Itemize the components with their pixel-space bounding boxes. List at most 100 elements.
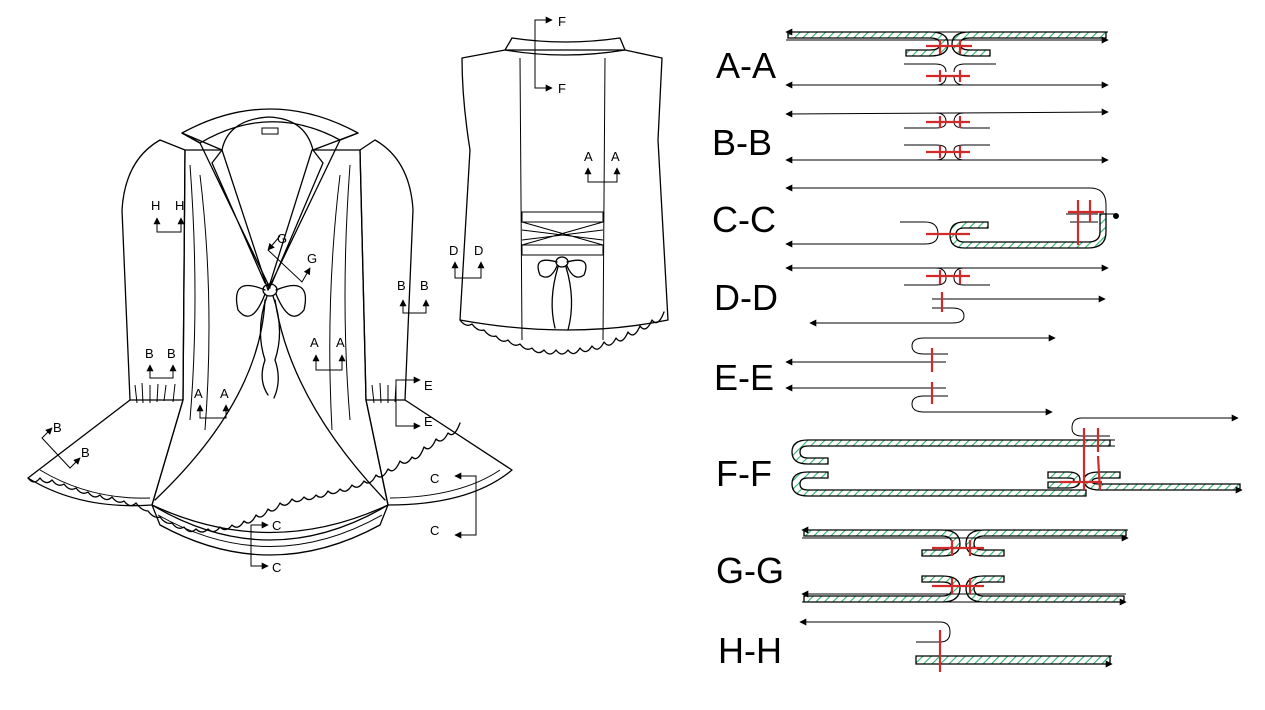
ff-stitch <box>1060 428 1102 491</box>
section-cc <box>785 184 1119 249</box>
f-label-upper: F <box>558 14 566 29</box>
a-low-label-left: A <box>194 386 203 401</box>
ff-lower-layer <box>791 471 1087 497</box>
hh-fabric <box>915 655 1111 665</box>
bb-top-folds <box>904 112 990 129</box>
ee-bottom-fold <box>911 395 1053 416</box>
left-sleeve <box>121 139 186 401</box>
hh-top-fold <box>799 618 951 643</box>
lacing-panel-top <box>521 211 604 223</box>
a-mid-label-left: A <box>310 335 319 350</box>
d-marker-line <box>451 261 485 279</box>
back-collar <box>504 37 626 56</box>
section-ff <box>791 414 1242 497</box>
left-cuff-gathers <box>134 382 176 404</box>
gg-stitch <box>932 540 984 594</box>
ff-arrows <box>1086 439 1242 490</box>
bb-bottom-folds <box>904 144 990 161</box>
gg-top-arrows <box>802 530 1128 538</box>
dd-top-folds <box>904 267 990 286</box>
gg-left-top <box>803 529 961 557</box>
section-aa <box>786 32 1108 89</box>
hem-band <box>151 504 389 556</box>
c-bottom-marker-line <box>250 521 269 570</box>
section-gg <box>802 530 1128 602</box>
right-sleeve-ruffle <box>365 399 513 506</box>
cc-inner-lines <box>1066 213 1098 223</box>
right-lapel <box>267 132 359 291</box>
lace-edge <box>27 422 461 533</box>
b-sleeve-label-right: B <box>167 346 176 361</box>
h-marker-line <box>153 217 185 233</box>
a-mid-marker-line <box>312 354 346 371</box>
right-front-edge <box>274 299 386 501</box>
lacing-panel-bottom <box>521 244 604 256</box>
a-back-label-right: A <box>611 149 620 164</box>
section-title-bb: B-B <box>712 122 772 163</box>
bow-loop-right <box>275 284 306 317</box>
ee-top-fold <box>911 334 1056 355</box>
section-titles: A-A B-B C-C D-D E-E F-F G-G H-H <box>712 45 784 671</box>
gg-left-bottom <box>803 575 961 603</box>
b-ruffle-label-lower: B <box>81 445 90 460</box>
cc-top-curve <box>1089 187 1115 215</box>
a-mid-label-right: A <box>336 335 345 350</box>
section-ee <box>785 334 1056 416</box>
ff-top-fold <box>1071 414 1239 437</box>
g-label-lower: G <box>307 251 317 266</box>
f-label-lower: F <box>558 81 566 96</box>
left-ruffle-inner <box>39 469 151 499</box>
c-bottom-label-lower: C <box>272 560 281 575</box>
c-right-label-lower: C <box>430 523 439 538</box>
section-title-dd: D-D <box>714 277 778 318</box>
d-label-left: D <box>449 243 458 258</box>
right-sleeve <box>359 139 414 401</box>
front-view <box>27 108 513 556</box>
back-bow-ribbons <box>551 266 573 331</box>
a-back-label-left: A <box>584 149 593 164</box>
cc-lace-fold <box>949 213 1107 249</box>
e-label-upper: E <box>424 378 433 393</box>
b-upper-label-left: B <box>397 278 406 293</box>
front-markers: H H G G A A A A B B B B B B E E C C C <box>41 198 477 575</box>
hanger-loop <box>261 127 279 135</box>
dd-lower-fold <box>809 307 965 327</box>
left-princess-seam <box>199 174 210 431</box>
c-right-marker-line <box>454 472 477 539</box>
left-front-edge <box>154 299 266 501</box>
a-low-label-right: A <box>220 386 229 401</box>
back-view <box>459 37 669 355</box>
dd-stitch <box>926 270 970 312</box>
back-lace-edge <box>459 311 665 355</box>
a-back-marker-line <box>584 167 621 183</box>
e-label-lower: E <box>424 414 433 429</box>
cc-stitch <box>926 200 1104 245</box>
back-seam-left <box>519 57 523 341</box>
right-ruffle-inner <box>389 469 501 499</box>
aa-stitch <box>926 40 972 82</box>
ff-right-layer <box>1083 471 1241 491</box>
left-seam-2 <box>189 164 196 421</box>
bow-ribbon-right <box>272 295 281 399</box>
b-upper-marker-line <box>399 299 430 314</box>
gg-right-bottom <box>965 575 1125 603</box>
h-label-right: H <box>175 198 184 213</box>
left-sleeve-ruffle <box>27 399 184 507</box>
h-label-left: H <box>151 198 160 213</box>
g-label-upper: G <box>277 231 287 246</box>
d-label-right: D <box>474 243 483 258</box>
section-title-ee: E-E <box>714 357 774 398</box>
back-bow-knot <box>555 256 569 268</box>
g-marker-line <box>268 235 310 283</box>
section-title-gg: G-G <box>716 550 784 591</box>
hh-arrows <box>916 655 1112 664</box>
front-body <box>151 149 389 534</box>
section-title-hh: H-H <box>718 630 782 671</box>
b-sleeve-label-left: B <box>145 346 154 361</box>
section-title-ff: F-F <box>716 453 772 494</box>
left-lapel <box>181 132 271 289</box>
right-seam-2 <box>344 164 351 421</box>
aa-lining <box>904 63 996 73</box>
cc-dot <box>1113 213 1119 219</box>
section-hh <box>799 618 1112 672</box>
